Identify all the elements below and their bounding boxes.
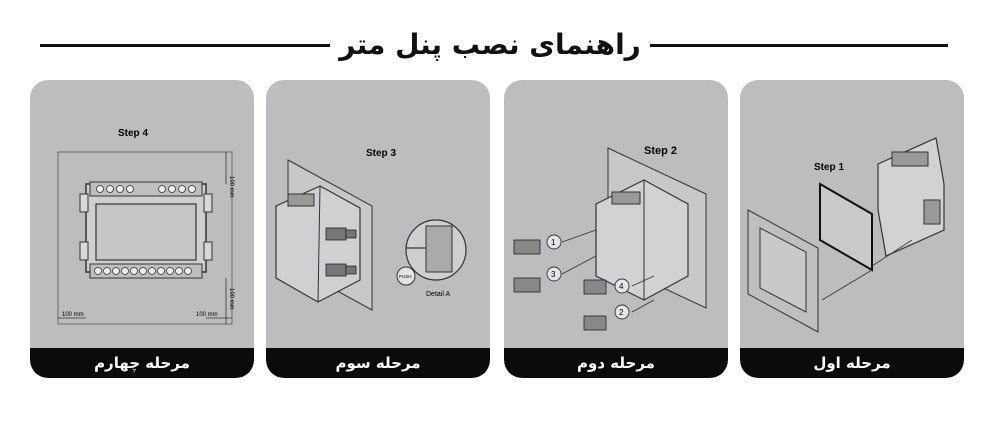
meter-housing [595, 179, 689, 301]
clearance-frame [57, 151, 233, 325]
housing-edge [317, 185, 321, 303]
marker-1: 1 [551, 238, 556, 247]
meter-housing [877, 137, 945, 257]
housing-side-terminals [923, 199, 941, 225]
marker-2: 2 [619, 308, 624, 317]
top-terminal-block [89, 181, 203, 197]
housing-terminals [287, 193, 315, 207]
step-2-diagram: Step 2 1 3 4 2 [513, 145, 707, 331]
title-rule-right [650, 44, 948, 47]
dim-right-label: 100 mm [196, 312, 218, 318]
step-card-3: Step 3 PUSH Detail A مرحله سوم [266, 80, 490, 378]
right-clip-top [203, 193, 213, 213]
front-bezel [819, 182, 873, 272]
page-title: راهنمای نصب پنل متر [339, 28, 641, 61]
meter-face [95, 203, 197, 261]
dim-top-label: 100 mm [228, 176, 234, 198]
push-label: PUSH [399, 274, 412, 279]
right-clip-bottom [203, 241, 213, 261]
dim-bottom-label: 100 mm [228, 288, 234, 310]
step-card-4: Step 4 100 mm 100 mm 100 mm 100 mm مرحله… [30, 80, 254, 378]
step-card-1: Step 1 مرحله اول [740, 80, 964, 378]
step-4-diagram: Step 4 100 mm 100 mm 100 mm 100 mm [57, 128, 234, 325]
step-4-caption: مرحله چهارم [30, 348, 254, 378]
dim-left-label: 100 mm [62, 312, 84, 318]
step-2-heading: Step 2 [644, 145, 677, 157]
detail-a-label: Detail A [426, 291, 450, 298]
left-clip-top [79, 193, 89, 213]
step-2-caption: مرحله دوم [504, 348, 728, 378]
step-markers [546, 234, 630, 320]
step-card-2: Step 2 1 3 4 2 مرحله دوم [504, 80, 728, 378]
housing-terminals [891, 151, 929, 167]
step-3-heading: Step 3 [366, 148, 396, 159]
housing-terminals [611, 191, 641, 205]
bottom-terminals [94, 267, 192, 275]
step-3-caption: مرحله سوم [266, 348, 490, 378]
detached-clips [513, 239, 607, 331]
left-clip-bottom [79, 241, 89, 261]
marker-4: 4 [619, 282, 624, 291]
marker-3: 3 [551, 270, 556, 279]
insert-guides [821, 239, 913, 301]
top-terminals [96, 185, 196, 193]
insert-arrows [561, 229, 655, 313]
step-3-diagram: Step 3 PUSH Detail A [275, 148, 467, 311]
panel-cutout [759, 227, 807, 313]
page-header: راهنمای نصب پنل متر [0, 22, 1000, 68]
mounting-clips [325, 227, 357, 277]
step-1-diagram: Step 1 [747, 137, 945, 333]
step-1-caption: مرحله اول [740, 348, 964, 378]
detail-clip [425, 225, 453, 273]
title-rule-left [40, 44, 330, 47]
step-4-heading: Step 4 [118, 128, 148, 139]
step-1-heading-text: Step 1 [814, 162, 844, 173]
push-button [396, 266, 416, 286]
